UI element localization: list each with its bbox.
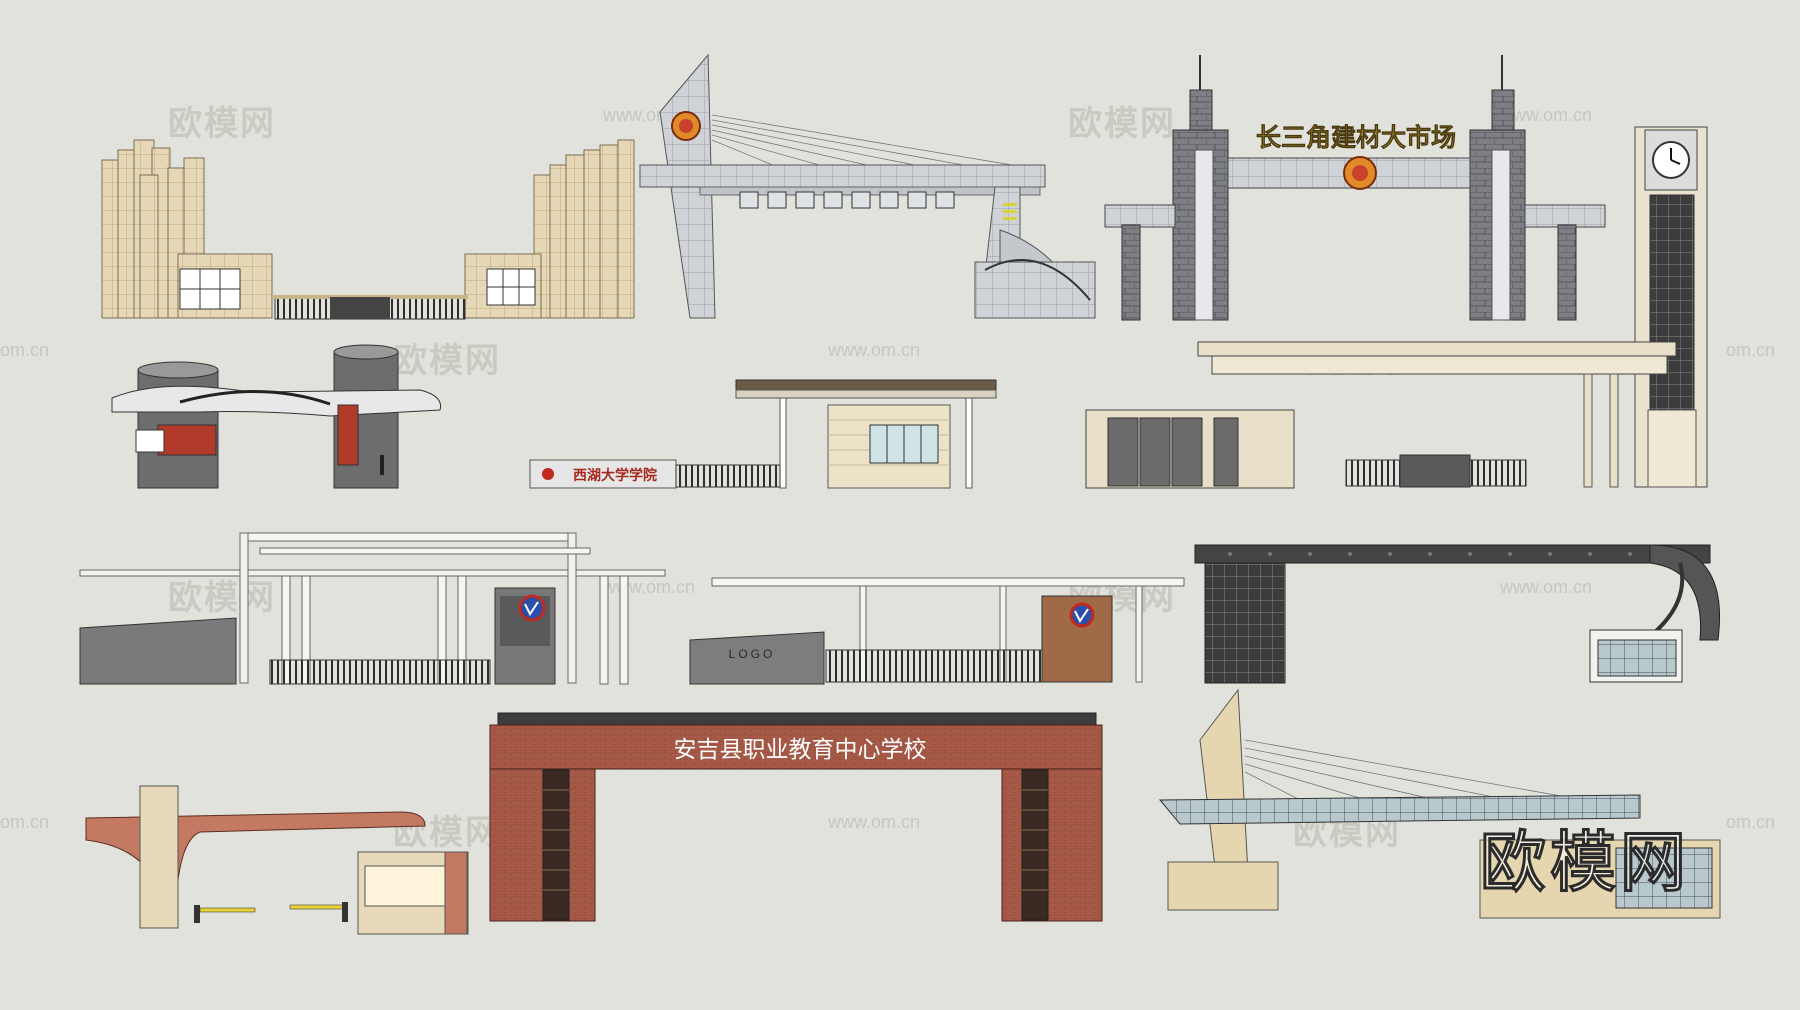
watermark-url-10: om.cn [1726, 812, 1776, 832]
watermark-logo-1: 欧模网 [168, 104, 276, 144]
market-gate-sign: 长三角建材大市场 [1256, 123, 1456, 152]
gate-cylinders [111, 344, 442, 489]
gate-dark-arc [1194, 544, 1721, 684]
gate-white-frame-logo: LOGO [689, 577, 1185, 685]
gate-red-brick-school: 安吉县职业教育中心学校 [489, 712, 1103, 922]
watermark-logo-2: 欧模网 [1068, 104, 1176, 144]
gate-sail-cable [639, 53, 1096, 319]
watermark-url-4: www.om.cn [828, 340, 921, 360]
gate-beige-towers [101, 139, 635, 320]
logo-wall-text: LOGO [729, 647, 776, 661]
gate-white-frame-left [79, 532, 666, 685]
watermark-url-3: om.cn [0, 340, 50, 360]
academy-stone-sign: 西湖大学学院 [573, 467, 657, 484]
gate-flat-canopy: 西湖大学学院 [529, 379, 997, 489]
gate-terracotta-cantilever [85, 785, 469, 935]
gate-clock-tower [1085, 126, 1708, 489]
school-gate-sign: 安吉县职业教育中心学校 [674, 737, 927, 763]
watermark-url-2: www.om.cn [1500, 105, 1593, 125]
watermark-url-9: www.om.cn [828, 812, 921, 832]
gate-sail-glass [1158, 688, 1721, 919]
watermark-logo-3: 欧模网 [393, 341, 501, 381]
watermark-url-7: www.om.cn [1500, 577, 1593, 597]
watermark-logo-5: 欧模网 [168, 578, 276, 618]
gate-stone-market: 长三角建材大市场 [1104, 55, 1606, 321]
watermark-url-5: om.cn [1726, 340, 1776, 360]
watermark-url-8: om.cn [0, 812, 50, 832]
brand-watermark: 欧模网 [1479, 823, 1690, 903]
